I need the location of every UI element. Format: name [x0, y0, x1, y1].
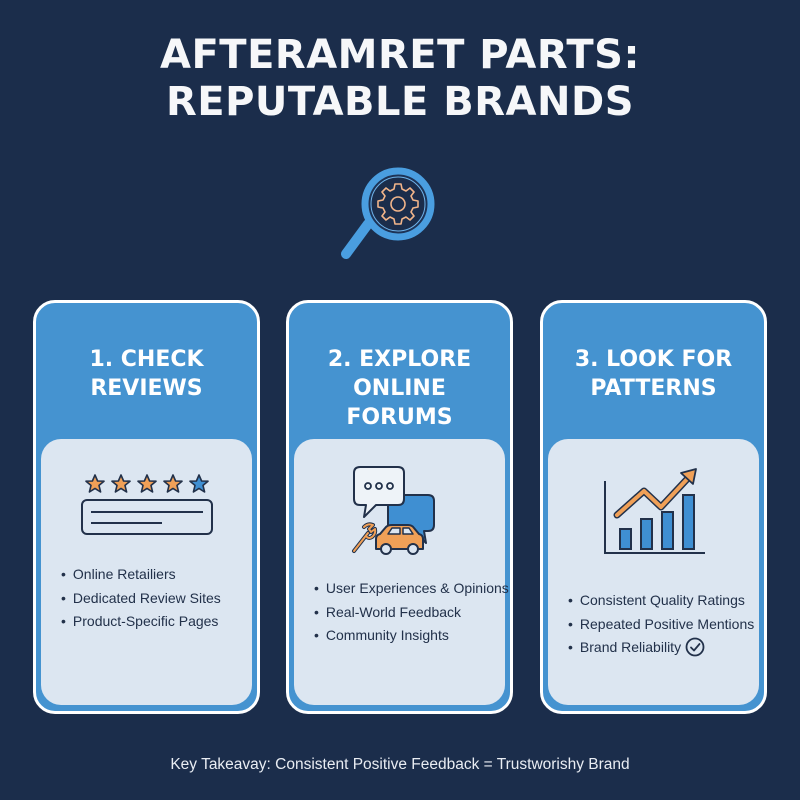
- card-title-line-2: PATTERNS: [590, 376, 717, 401]
- card-title-line-2: REVIEWS: [90, 376, 203, 401]
- list-item: Repeated Positive Mentions: [568, 613, 754, 637]
- chat-bubbles-car-wrench-icon: [350, 463, 450, 563]
- list-item: Consistent Quality Ratings: [568, 589, 753, 613]
- list-item: Product-Specific Pages: [61, 610, 246, 634]
- card-panel: Online Retailiers Dedicated Review Sites…: [41, 439, 252, 705]
- list-item-label: Brand Reliability: [579, 639, 682, 655]
- card-explore-forums: 2. EXPLORE ONLINE FORUMS: [286, 300, 513, 714]
- list-item: User Experiences & Opinions: [314, 577, 509, 601]
- page-title-line-1: AFTERAMRET PARTS:: [160, 32, 640, 78]
- bullet-list: Consistent Quality Ratings Repeated Posi…: [568, 589, 754, 665]
- card-title: 1. CHECK REVIEWS: [36, 345, 257, 403]
- card-title-line-1: 3. LOOK FOR: [574, 347, 733, 372]
- card-title-line-1: 2. EXPLORE: [327, 347, 472, 372]
- list-item: Community Insights: [314, 624, 499, 648]
- list-item: Dedicated Review Sites: [61, 587, 246, 611]
- bullet-list: Online Retailiers Dedicated Review Sites…: [61, 563, 246, 634]
- key-takeaway: Key Takeavay: Consistent Positive Feedba…: [170, 756, 630, 773]
- magnifier-gear-icon: [330, 162, 450, 272]
- list-item: Brand Reliability: [568, 636, 753, 665]
- list-item: Real-World Feedback: [314, 601, 499, 625]
- card-panel: Consistent Quality Ratings Repeated Posi…: [548, 439, 759, 705]
- card-look-for-patterns: 3. LOOK FOR PATTERNS Consistent Quality …: [540, 300, 767, 714]
- card-title: 2. EXPLORE ONLINE FORUMS: [289, 345, 510, 432]
- growth-bar-chart-icon: [599, 467, 709, 562]
- card-panel: User Experiences & Opinions Real-World F…: [294, 439, 509, 705]
- card-check-reviews: 1. CHECK REVIEWS Online Retailiers Dedic…: [33, 300, 260, 714]
- check-circle-icon: [685, 637, 705, 665]
- list-item: Online Retailiers: [61, 563, 246, 587]
- card-title-line-2: ONLINE: [353, 376, 446, 401]
- card-title-line-3: FORUMS: [346, 405, 453, 430]
- page-title: AFTERAMRET PARTS: REPUTABLE BRANDS: [0, 32, 800, 126]
- page-title-line-2: REPUTABLE BRANDS: [165, 79, 635, 125]
- card-title: 3. LOOK FOR PATTERNS: [543, 345, 764, 403]
- bullet-list: User Experiences & Opinions Real-World F…: [314, 577, 509, 648]
- star-rating-review-icon: [77, 473, 217, 548]
- card-title-line-1: 1. CHECK: [89, 347, 204, 372]
